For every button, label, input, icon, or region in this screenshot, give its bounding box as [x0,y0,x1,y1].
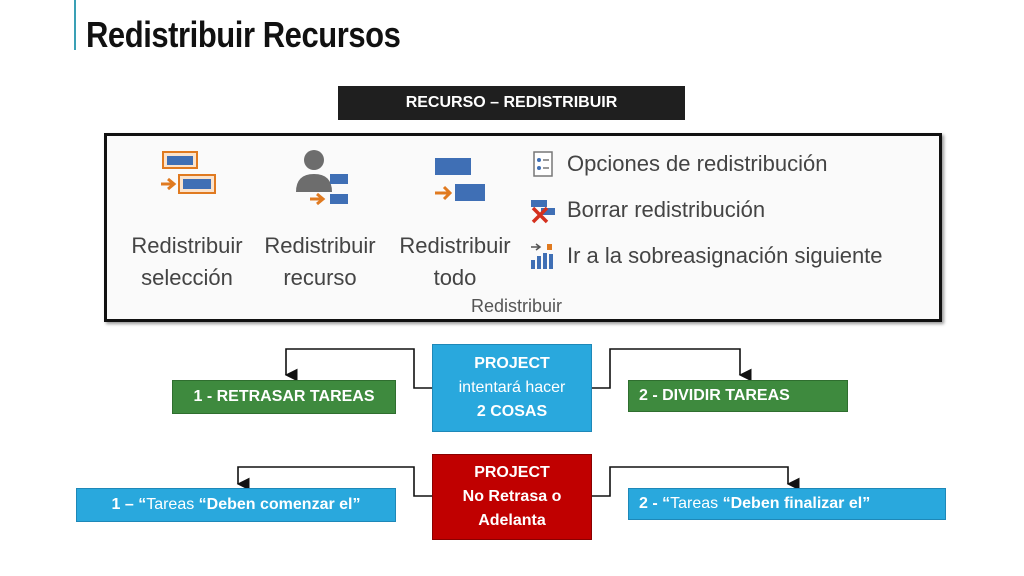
must-finish-on-prefix: 2 - “ [639,495,671,512]
ribbon-group-redistribuir: Redistribuir selección Redistribuir recu… [104,133,942,322]
level-all-label-1: Redistribuir [399,233,511,258]
next-overallocation-button[interactable]: Ir a la sobreasignación siguiente [529,242,883,270]
page-title: Redistribuir Recursos [86,14,401,55]
clear-leveling-label: Borrar redistribución [567,197,766,222]
ribbon-group-label: Redistribuir [471,296,563,316]
must-start-on-suffix: “Deben comenzar el” [194,496,361,513]
next-overallocation-label: Ir a la sobreasignación siguiente [567,243,883,268]
project-no-delay-line3: Adelanta [478,512,546,529]
level-all-icon [425,148,485,208]
leveling-options-label: Opciones de redistribución [567,151,828,176]
level-selection-button[interactable]: Redistribuir selección [117,148,257,294]
ribbon-path-header: RECURSO – REDISTRIBUIR [338,86,685,120]
level-selection-icon [157,148,217,208]
delay-tasks-box: 1 - RETRASAR TAREAS [172,380,396,414]
leveling-options-button[interactable]: Opciones de redistribución [529,150,827,178]
project-two-things-line3: 2 COSAS [476,403,548,420]
level-all-label-2: todo [433,265,477,290]
split-tasks-box: 2 - DIVIDIR TAREAS [628,380,848,412]
level-all-button[interactable]: Redistribuir todo [389,148,521,294]
connector-2-left [236,466,432,497]
must-start-on-tasks: Tareas [146,496,195,513]
title-accent-line [74,0,76,50]
project-no-delay-line1: PROJECT [474,464,550,481]
level-resource-button[interactable]: Redistribuir recurso [253,148,387,294]
level-selection-label-2: selección [141,265,233,290]
project-two-things-line2: intentará hacer [458,379,566,396]
project-two-things-line1: PROJECT [474,355,550,372]
connector-1-right [592,348,752,389]
must-finish-on-tasks: Tareas [670,495,719,512]
must-start-on-prefix: 1 – “ [111,496,147,513]
must-start-on-box: 1 – “Tareas “Deben comenzar el” [76,488,396,522]
next-overallocation-icon [529,242,557,270]
must-finish-on-box: 2 - “Tareas “Deben finalizar el” [628,488,946,520]
connector-2-right [592,466,800,497]
leveling-options-icon [529,150,557,178]
must-finish-on-suffix: “Deben finalizar el” [718,495,871,512]
clear-leveling-button[interactable]: Borrar redistribución [529,196,765,224]
project-no-delay-box: PROJECT No Retrasa o Adelanta [432,454,592,540]
level-resource-icon [290,148,350,208]
project-two-things-box: PROJECT intentará hacer 2 COSAS [432,344,592,432]
clear-leveling-icon [529,196,557,224]
connector-1-left [284,348,432,389]
level-resource-label-1: Redistribuir [264,233,376,258]
project-no-delay-line2: No Retrasa o [462,488,562,505]
level-selection-label-1: Redistribuir [131,233,243,258]
level-resource-label-2: recurso [283,265,357,290]
